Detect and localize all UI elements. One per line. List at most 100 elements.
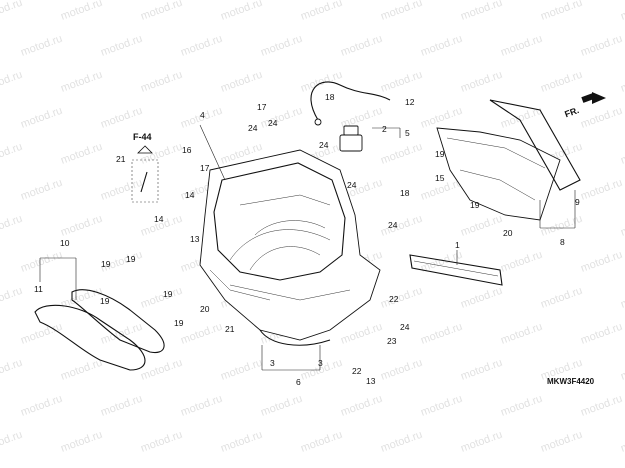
watermark-text: motod.ru [59,213,104,239]
callout-19: 19 [100,296,110,306]
callout-10: 10 [60,238,70,248]
callout-14: 14 [185,190,195,200]
callout-2: 2 [382,124,387,134]
callout-3: 3 [270,358,275,368]
watermark-text: motod.ru [259,33,304,59]
callout-17: 17 [257,102,267,112]
callout-11: 11 [34,284,43,294]
watermark-text: motod.ru [339,33,384,59]
callout-21: 21 [225,324,235,334]
callout-17: 17 [200,163,210,173]
watermark-text: motod.ru [579,393,624,419]
callout-24: 24 [400,322,410,332]
watermark-text: motod.ru [99,33,144,59]
callout-24: 24 [347,180,357,190]
callout-24: 24 [248,123,258,133]
callout-12: 12 [405,97,415,107]
callout-4: 4 [200,110,205,120]
watermark-text: motod.ru [259,393,304,419]
watermark-text: motod.ru [139,285,184,311]
watermark-text: motod.ru [59,141,104,167]
watermark-text: motod.ru [59,0,104,23]
cable-part-12 [310,81,391,126]
watermark-text: motod.ru [59,429,104,455]
watermark-text: motod.ru [459,69,504,95]
latch-bracket-part-2-5 [339,125,363,152]
watermark-text: motod.ru [579,177,624,203]
watermark-text: motod.ru [219,69,264,95]
watermark-text: motod.ru [299,69,344,95]
watermark-text: motod.ru [419,393,464,419]
callout-15: 15 [435,173,445,183]
watermark-text: motod.ru [219,0,264,23]
watermark-text: motod.ru [459,213,504,239]
watermark-text: motod.ru [339,321,384,347]
callout-20: 20 [503,228,513,238]
watermark-text: motod.ru [579,33,624,59]
callout-24: 24 [388,220,398,230]
callout-19: 19 [470,200,480,210]
callout-1: 1 [455,240,460,250]
callout-3: 3 [318,358,323,368]
watermark-text: motod.ru [539,429,584,455]
callout-18: 18 [325,92,335,102]
watermark-text: motod.ru [19,393,64,419]
left-seal-part-10-11 [34,289,165,371]
callout-6: 6 [296,377,301,387]
watermark-text: motod.ru [379,69,424,95]
watermark-text: motod.ru [379,213,424,239]
watermark-text: motod.ru [619,141,625,167]
watermark-text: motod.ru [499,393,544,419]
watermark-text: motod.ru [619,285,625,311]
callout-19: 19 [126,254,136,264]
watermark-text: motod.ru [299,0,344,23]
watermark-text: motod.ru [419,321,464,347]
seal-strip-part-1 [409,254,503,286]
front-direction-label: FR. [563,105,580,119]
callout-19: 19 [435,149,445,159]
watermark-text: motod.ru [179,33,224,59]
reference-label: F-44 [133,132,152,142]
watermark-text: motod.ru [379,141,424,167]
watermark-text: motod.ru [459,285,504,311]
watermark-text: motod.ru [219,357,264,383]
callout-19: 19 [163,289,173,299]
watermark-text: motod.ru [139,69,184,95]
callout-24: 24 [268,118,278,128]
watermark-text: motod.ru [459,429,504,455]
callout-14: 14 [154,214,164,224]
watermark-text: motod.ru [99,105,144,131]
watermark-text: motod.ru [499,33,544,59]
watermark-text: motod.ru [0,285,24,311]
callout-22: 22 [389,294,399,304]
watermark-text: motod.ru [459,357,504,383]
watermark-text: motod.ru [579,249,624,275]
watermark-text: motod.ru [0,429,24,455]
watermark-text: motod.ru [419,33,464,59]
watermark-text: motod.ru [19,321,64,347]
callout-23: 23 [387,336,397,346]
watermark-text: motod.ru [139,429,184,455]
watermark-text: motod.ru [499,105,544,131]
watermark-text: motod.ru [619,429,625,455]
reference-box: F-44 [131,132,159,203]
watermark-text: motod.ru [539,285,584,311]
callout-8: 8 [560,237,565,247]
callout-22: 22 [352,366,362,376]
watermark-text: motod.ru [619,0,625,23]
watermark-text: motod.ru [139,0,184,23]
watermark-text: motod.ru [539,213,584,239]
watermark-text: motod.ru [99,177,144,203]
watermark-text: motod.ru [419,105,464,131]
callout-20: 20 [200,304,210,314]
watermark-text: motod.ru [139,357,184,383]
watermark-text: motod.ru [619,357,625,383]
callout-16: 16 [182,145,192,155]
watermark-text: motod.ru [19,249,64,275]
callout-9: 9 [575,197,580,207]
watermark-text: motod.ru [179,321,224,347]
callout-18: 18 [400,188,410,198]
watermark-text: motod.ru [379,429,424,455]
watermark-text: motod.ru [59,69,104,95]
watermark-text: motod.ru [0,213,24,239]
